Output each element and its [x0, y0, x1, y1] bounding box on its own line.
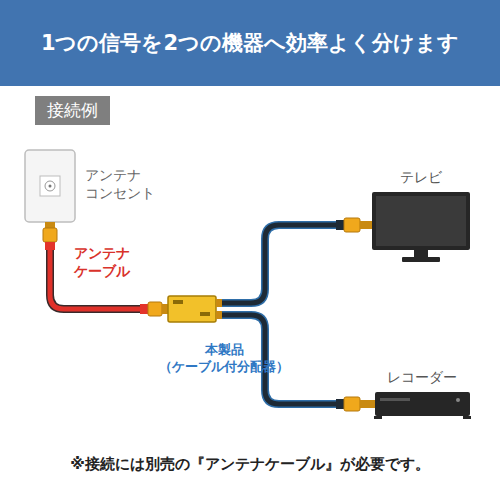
- device-label: レコーダー: [387, 368, 487, 386]
- device-label: アンテナ コンセント: [85, 166, 165, 202]
- splitter: 本製品 （ケーブル付分配器）: [168, 296, 216, 322]
- device-label: テレビ: [400, 168, 470, 186]
- coax-cable: [50, 222, 168, 309]
- cable-core: [50, 222, 168, 309]
- device-label: 本製品 （ケーブル付分配器）: [154, 342, 294, 376]
- cable-core: [216, 225, 372, 303]
- cable-outline: [50, 222, 168, 309]
- tv: テレビ: [372, 192, 470, 262]
- recorder: レコーダー: [375, 392, 470, 416]
- page-title: 1つの信号を2つの機器へ効率よく分けます: [0, 0, 500, 86]
- cable-label: アンテナ ケーブル: [74, 244, 149, 280]
- section-tag-text: 接続例: [47, 100, 98, 120]
- section-tag: 接続例: [35, 96, 110, 125]
- cable-outline: [216, 225, 372, 303]
- coax-cable: [216, 225, 372, 303]
- antenna-outlet: アンテナ コンセント: [25, 150, 75, 222]
- footnote: ※接続には別売の『アンテナケーブル』が必要です。: [0, 455, 500, 474]
